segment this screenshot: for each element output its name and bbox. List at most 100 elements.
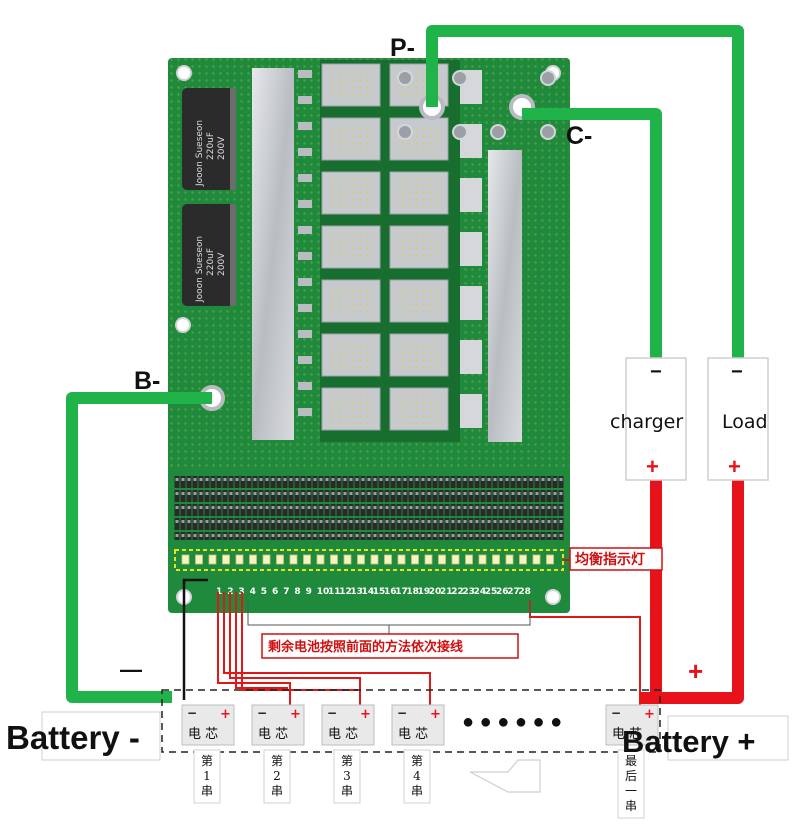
screw — [397, 70, 413, 86]
balance-pin-label: 8 — [294, 587, 300, 597]
load-negative-sign: − — [731, 361, 743, 383]
balance-led — [546, 554, 554, 565]
mosfet-pad-texture — [396, 178, 442, 208]
charger-negative-sign: − — [650, 361, 662, 383]
cell-body — [391, 704, 445, 746]
capacitor-2: Jooon Sueseon 220uF 200V — [182, 204, 236, 306]
mosfet-pad-texture — [396, 394, 442, 424]
battery-negative-sense-wire — [182, 578, 208, 700]
remaining-wiring-callout: 剩余电池按照前面的方法依次接线 — [247, 602, 531, 659]
capacitor-brand: Jooon Sueseon — [195, 120, 205, 187]
wire-minus-sign: — — [120, 657, 142, 682]
gate-driver-row — [298, 70, 312, 416]
smd-resistor — [298, 382, 312, 390]
balance-led — [208, 554, 217, 565]
cell-body — [251, 704, 305, 746]
screw — [452, 70, 468, 86]
decor-arrow — [469, 759, 541, 793]
balance-led — [235, 554, 244, 565]
battery-plus-plate — [667, 715, 789, 761]
load-box: − Load + — [707, 357, 769, 481]
balance-resistor-strip — [174, 474, 564, 540]
cell-label: 电 芯 — [258, 727, 288, 742]
balance-led — [262, 554, 271, 565]
b-minus-label: B- — [134, 367, 160, 395]
balance-pin-label: 26 — [496, 587, 509, 597]
balance-led — [465, 554, 473, 565]
shunt-pad — [460, 232, 482, 266]
balance-led — [357, 554, 365, 565]
pcb-board: Jooon Sueseon 220uF 200V Jooon Sueseon 2… — [168, 58, 570, 613]
balance-pin-label: 24 — [474, 587, 487, 597]
load-positive-wire — [656, 478, 744, 704]
balance-led — [519, 554, 527, 565]
wire-plus-sign: + — [688, 656, 703, 686]
balance-pin-label: 21 — [440, 587, 453, 597]
more-cells-ellipsis: ● ● ● ● ● ● — [462, 711, 562, 733]
mosfet-pad-texture — [328, 124, 374, 154]
cell-positive-sign: + — [290, 707, 301, 722]
balance-pin-label: 5 — [261, 587, 267, 597]
p-minus-wire — [426, 25, 744, 362]
shunt-pad — [460, 178, 482, 212]
mosfet-pad-texture — [328, 178, 374, 208]
balance-led-callout: 均衡指示灯 — [563, 547, 663, 571]
balance-led — [303, 554, 311, 565]
cell-positive-sign: + — [220, 707, 231, 722]
balance-led — [343, 554, 352, 565]
mount-hole — [545, 589, 561, 605]
balance-led — [492, 554, 500, 565]
balance-pin-label: 27 — [507, 587, 520, 597]
smd-resistor — [298, 174, 312, 182]
cell-negative-sign: − — [187, 706, 197, 720]
mosfet-pad-texture — [328, 286, 374, 316]
balance-pin-label: 23 — [462, 587, 475, 597]
cell-positive-sign: + — [430, 707, 441, 722]
terminal-screws — [397, 70, 556, 140]
series-caption: 最后一串 — [625, 754, 637, 813]
balance-led — [330, 554, 338, 565]
mount-hole — [175, 317, 191, 333]
mosfet-pad-texture — [328, 232, 374, 262]
cell-label: 电 芯 — [398, 727, 428, 742]
balance-pin-label: 28 — [518, 587, 531, 597]
load-positive-sign: + — [728, 454, 741, 479]
mosfet-grid — [321, 63, 482, 431]
balance-led — [222, 554, 230, 565]
mosfet-pad-texture — [396, 340, 442, 370]
balance-led — [276, 554, 284, 565]
balance-led — [316, 554, 325, 565]
smd-resistor — [298, 96, 312, 104]
smd-resistor — [298, 226, 312, 234]
balance-pin-label: 4 — [250, 587, 256, 597]
screw — [540, 70, 556, 86]
balance-pin-label: 11 — [328, 587, 341, 597]
mosfet-pad-texture — [328, 394, 374, 424]
balance-led — [451, 554, 460, 565]
balance-pin-label: 9 — [306, 587, 312, 597]
cell-label: 电 芯 — [612, 727, 642, 742]
balance-pin-label: 14 — [362, 587, 375, 597]
charger-label: charger — [610, 411, 683, 433]
screw — [452, 124, 468, 140]
smd-resistor — [298, 356, 312, 364]
series-caption-box — [263, 749, 291, 804]
cell-negative-sign: − — [327, 706, 337, 720]
cell-body — [181, 704, 235, 746]
cell-label: 电 芯 — [188, 727, 218, 742]
charger-box: − charger + — [610, 357, 687, 481]
cell-positive-sign: + — [360, 707, 371, 722]
screw — [397, 124, 413, 140]
balance-pin-label: 20 — [429, 587, 442, 597]
smd-resistor — [298, 278, 312, 286]
remaining-wiring-text: 剩余电池按照前面的方法依次接线 — [268, 639, 463, 655]
cell-body — [605, 704, 659, 746]
balance-leds — [181, 554, 554, 565]
